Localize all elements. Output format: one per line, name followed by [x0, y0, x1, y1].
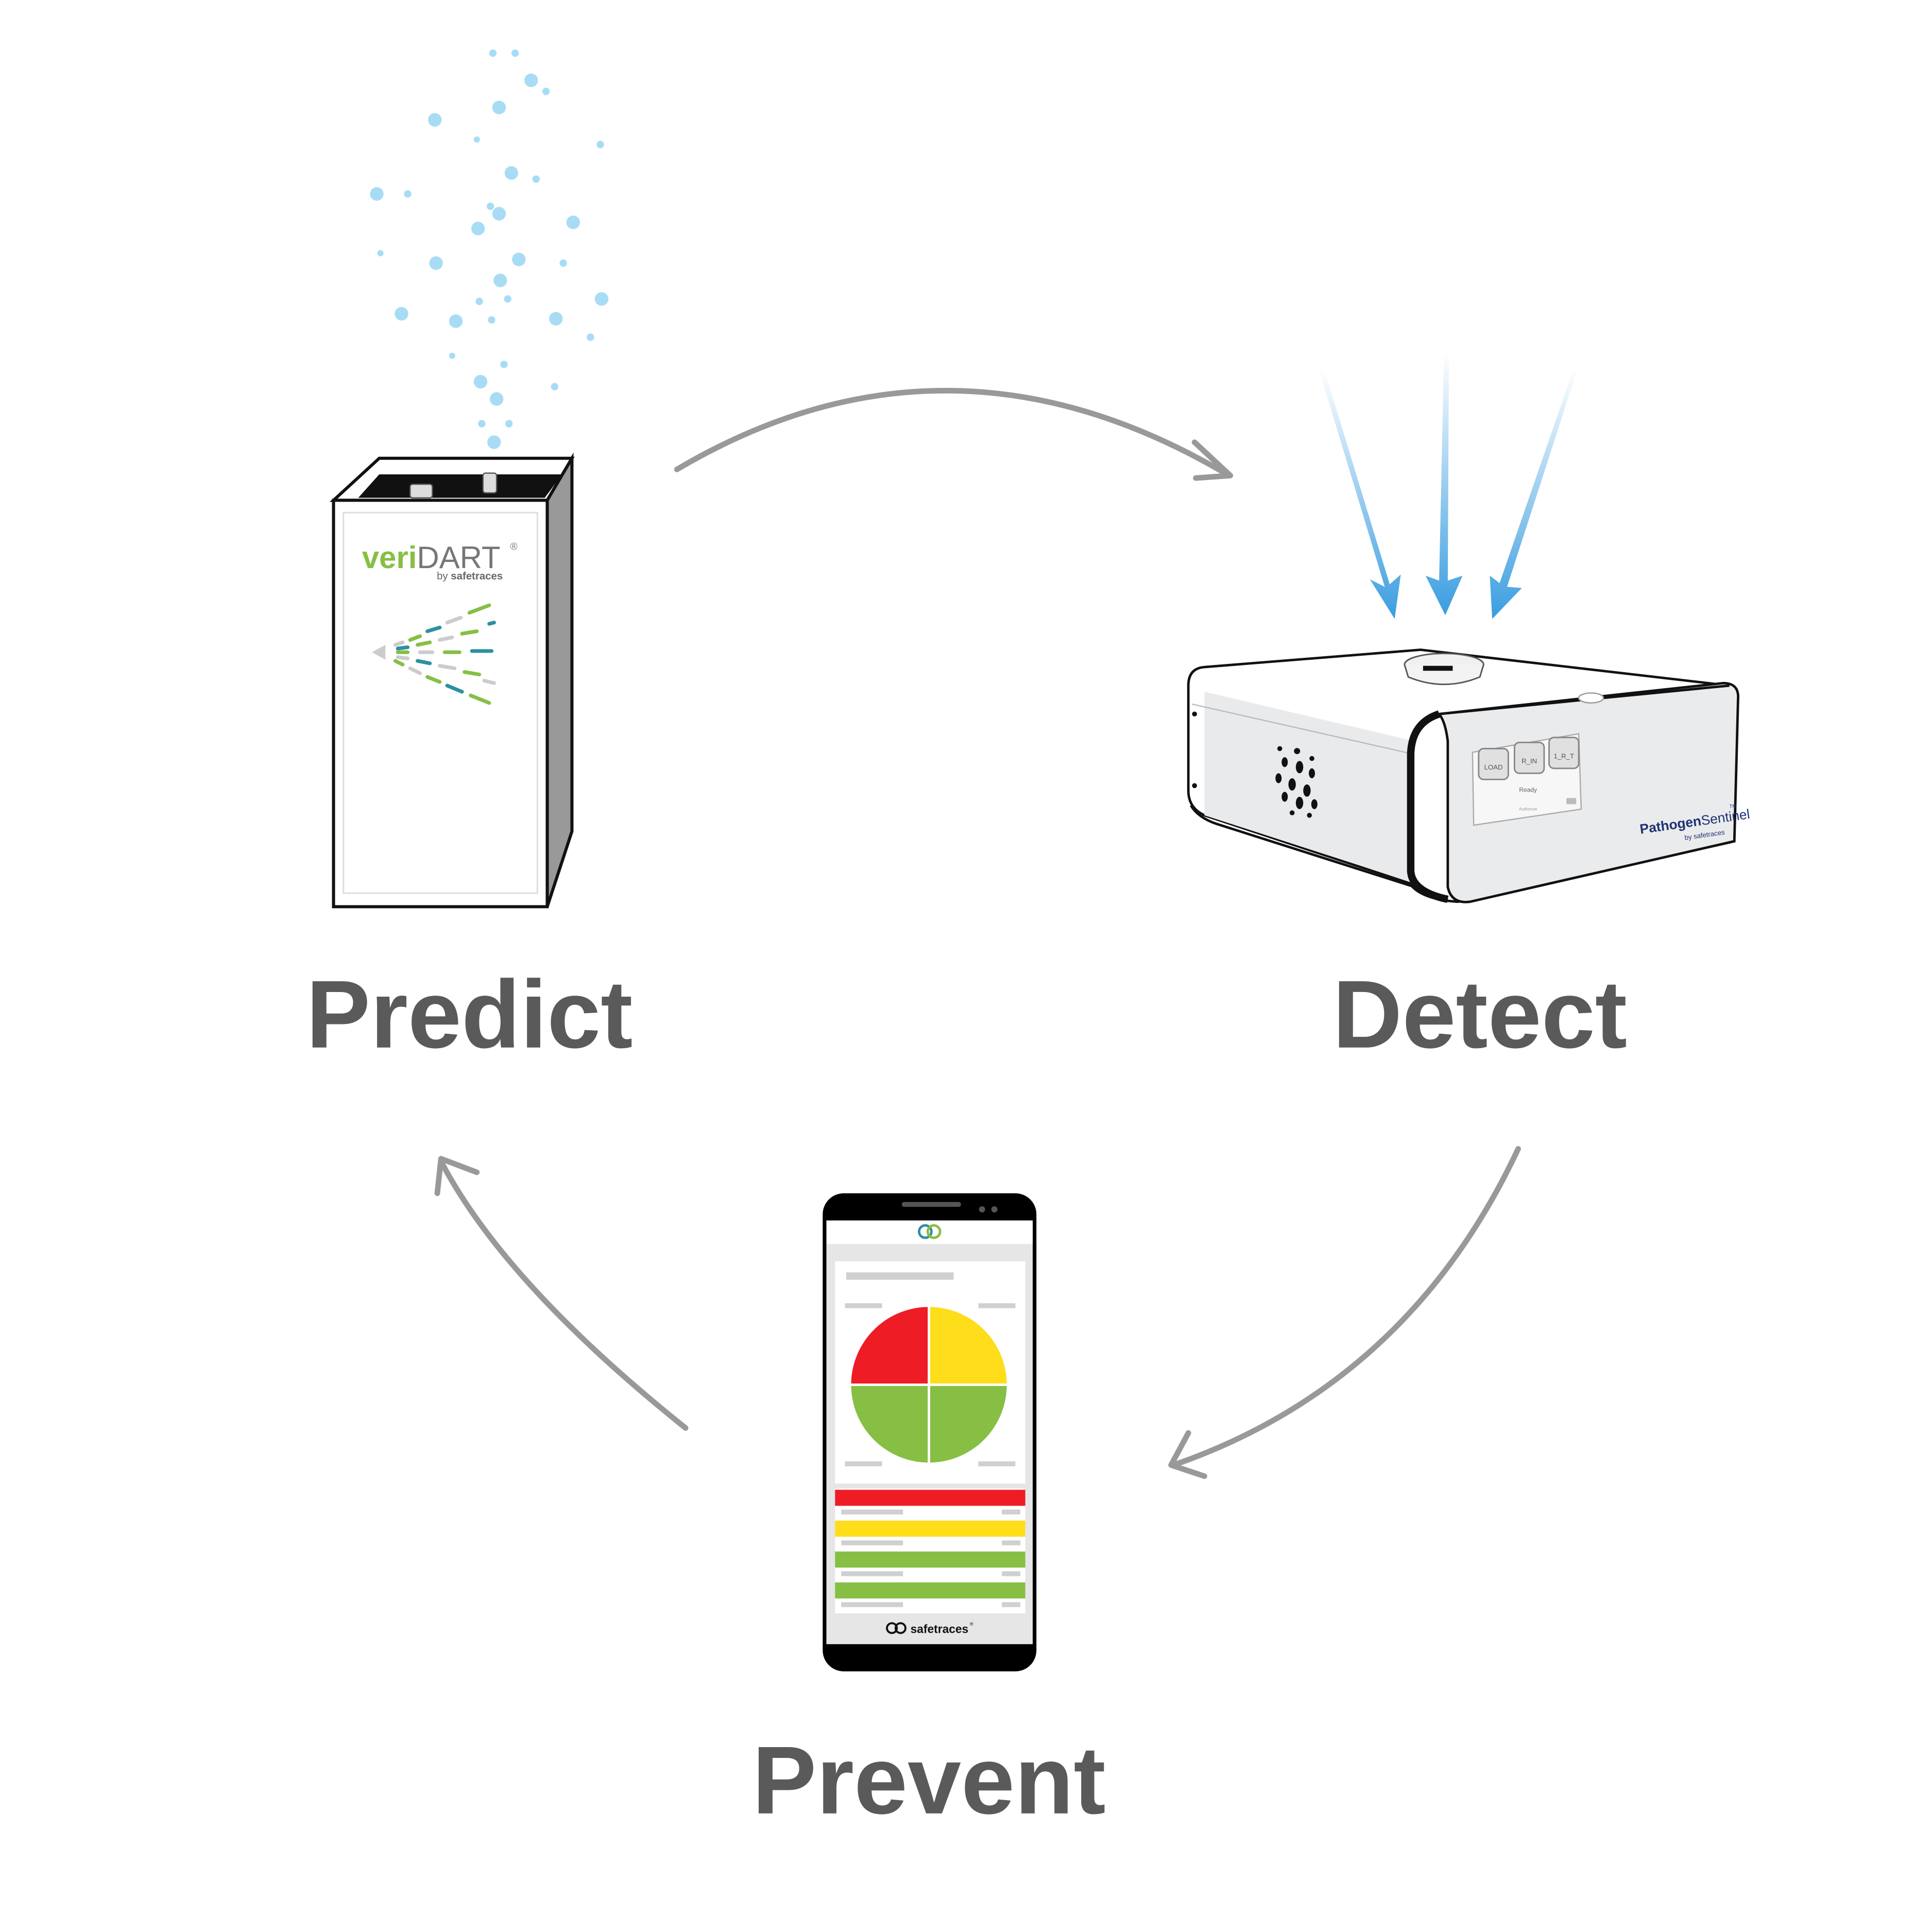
sentinel-status-text: Ready [1519, 786, 1537, 793]
veridart-brand-dart: DART [417, 540, 500, 575]
sentinel-control-panel: LOAD R_IN 1_R_T Ready Authorize [1472, 733, 1582, 826]
veridart-front [332, 499, 549, 909]
app-logo-icon [917, 1224, 942, 1239]
status-bar-red [835, 1490, 1025, 1506]
sentinel-intake [1404, 653, 1484, 686]
arrowhead-prevent [1168, 1430, 1207, 1479]
risk-quadrant-chart [851, 1307, 1007, 1463]
veridart-spray-icon [371, 603, 496, 705]
sentinel-load-button[interactable] [1478, 747, 1509, 780]
phone-footer-reg: ® [970, 1621, 973, 1627]
airflow-arrows [1319, 352, 1578, 619]
arrow-prevent-to-predict [439, 1160, 689, 1431]
veridart-device: veriDART ® by safetraces [329, 452, 575, 909]
prevent-label: Prevent [752, 1726, 1105, 1834]
phone-footer-brand: safetraces [911, 1622, 969, 1636]
quadrant-red [851, 1307, 929, 1385]
sentinel-rt-label: 1_R_T [1553, 753, 1574, 760]
veridart-byline-by: by [437, 571, 451, 582]
pathogen-sentinel-device: LOAD R_IN 1_R_T Ready Authorize Pathogen… [1187, 648, 1751, 903]
arrowhead-predict [434, 1156, 480, 1196]
veridart-side [545, 452, 574, 908]
sentinel-front-body [1437, 681, 1739, 903]
predict-label: Predict [306, 961, 632, 1068]
cycle-arrows [434, 388, 1521, 1479]
sentinel-rt-button[interactable] [1548, 737, 1580, 770]
status-bar-green-1 [835, 1551, 1025, 1568]
sentinel-rin-label: R_IN [1521, 757, 1537, 765]
aerosol-particles [370, 49, 609, 449]
veridart-byline-brand: safetraces [451, 571, 503, 582]
sentinel-vent-holes [1192, 711, 1318, 818]
veridart-reg-mark: ® [510, 541, 518, 552]
arrowhead-detect [1191, 439, 1234, 481]
sentinel-load-label: LOAD [1484, 763, 1503, 771]
status-list [835, 1488, 1025, 1614]
phone-footer-logo: safetraces ® [886, 1621, 973, 1636]
quadrant-green-right [929, 1384, 1007, 1463]
status-bar-yellow [835, 1520, 1025, 1537]
svg-text:by safetraces: by safetraces [437, 571, 503, 582]
sentinel-sub-text: Authorize [1519, 806, 1537, 811]
quadrant-green-left [851, 1384, 929, 1463]
status-bar-green-2 [835, 1582, 1025, 1599]
detect-label: Detect [1332, 961, 1627, 1068]
sentinel-rin-button[interactable] [1513, 741, 1545, 774]
svg-text:veriDART: veriDART [362, 540, 501, 575]
arrow-detect-to-prevent [1171, 1146, 1521, 1468]
smartphone: safetraces ® [823, 1193, 1037, 1671]
quadrant-yellow [929, 1307, 1007, 1385]
sentinel-tm-mark: TM [1730, 804, 1737, 810]
risk-card [835, 1261, 1025, 1484]
arrow-predict-to-detect [674, 388, 1232, 478]
veridart-brand-veri: veri [362, 540, 417, 575]
